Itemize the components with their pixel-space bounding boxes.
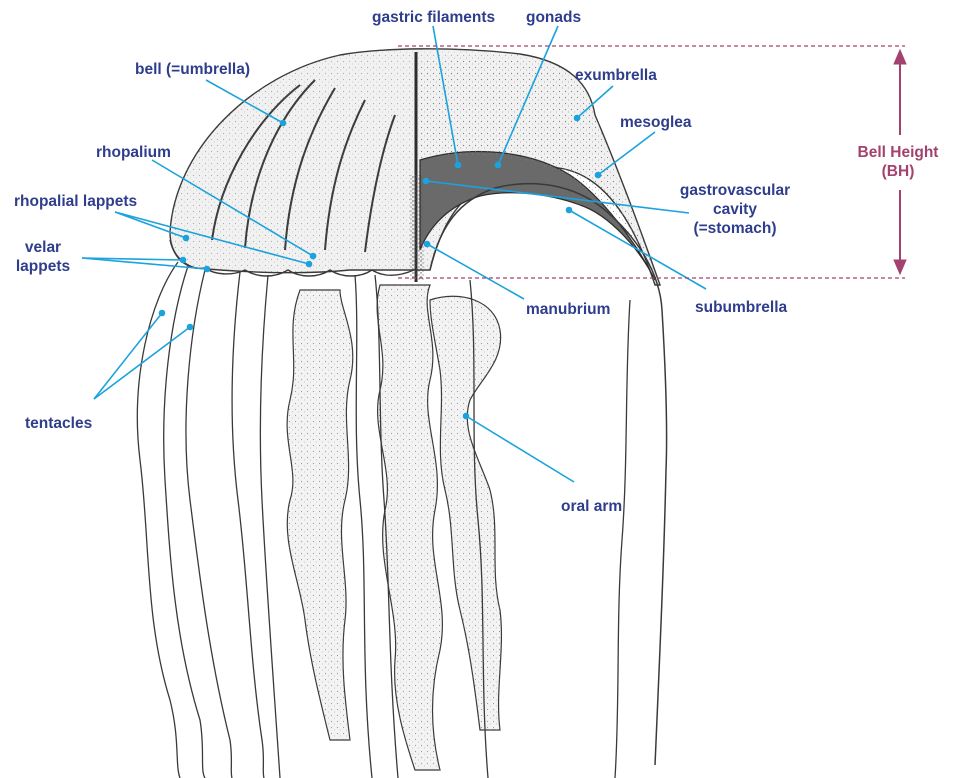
label-mesoglea: mesoglea xyxy=(620,113,692,132)
label-gastrovascular-line3: (=stomach) xyxy=(670,219,800,238)
oral-arms xyxy=(287,285,501,770)
label-velar-line2: lappets xyxy=(14,257,72,276)
label-tentacles: tentacles xyxy=(25,414,92,433)
label-manubrium: manubrium xyxy=(526,300,610,319)
label-rhopalial-lappets: rhopalial lappets xyxy=(14,192,137,211)
label-bell-height-line2: (BH) xyxy=(843,162,953,181)
manubrium-dark xyxy=(410,175,424,280)
label-velar-lappets: velar lappets xyxy=(14,238,72,276)
label-rhopalium: rhopalium xyxy=(96,143,171,162)
label-exumbrella: exumbrella xyxy=(575,66,657,85)
label-gastrovascular-line1: gastrovascular xyxy=(670,181,800,200)
label-bell: bell (=umbrella) xyxy=(135,60,250,79)
label-gastric-filaments: gastric filaments xyxy=(372,8,495,27)
label-gastrovascular-line2: cavity xyxy=(670,200,800,219)
label-bell-height-line1: Bell Height xyxy=(843,143,953,162)
label-velar-line1: velar xyxy=(14,238,72,257)
label-subumbrella: subumbrella xyxy=(695,298,787,317)
label-gonads: gonads xyxy=(526,8,581,27)
label-bell-height: Bell Height (BH) xyxy=(843,143,953,181)
label-gastrovascular-cavity: gastrovascular cavity (=stomach) xyxy=(670,181,800,238)
label-oral-arm: oral arm xyxy=(561,497,622,516)
